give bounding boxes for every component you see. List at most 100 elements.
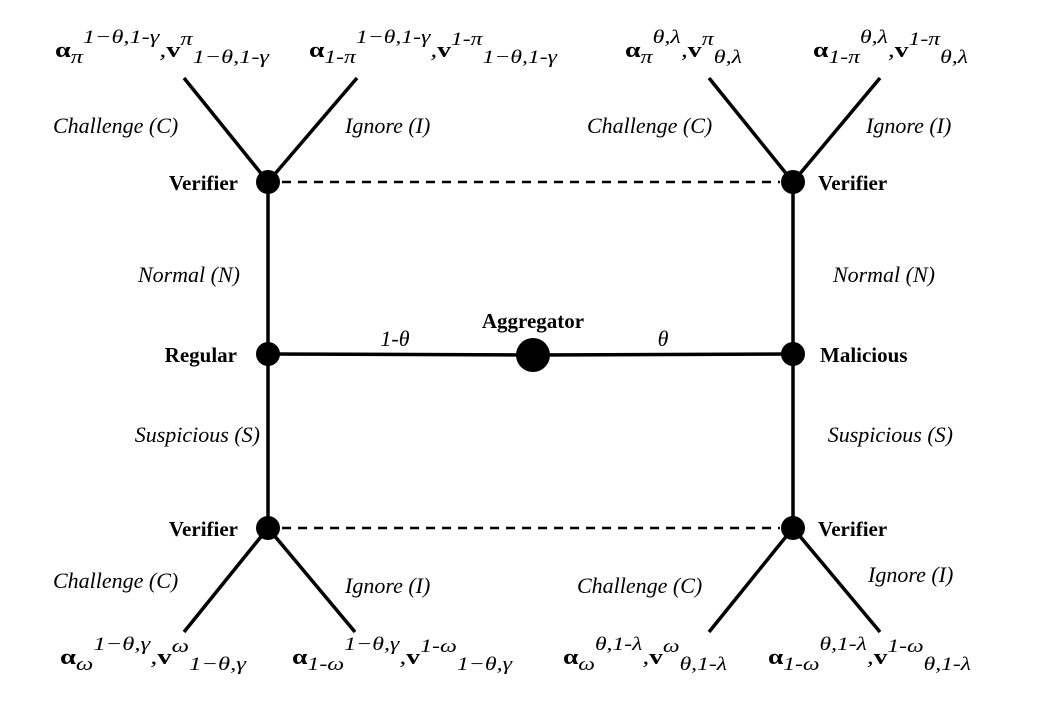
branch-bottom-left-ignore <box>266 526 357 634</box>
payoff-alpha-subscript: 1-π <box>324 47 356 68</box>
payoff-alpha: α <box>625 37 641 62</box>
payoff-v-superscript: 1-ω <box>420 636 457 657</box>
node-verifier-bottom-left <box>256 516 280 540</box>
node-malicious <box>781 342 805 366</box>
node-verifier-top-left <box>256 170 280 194</box>
payoff-v-subscript: θ,1-λ <box>680 654 727 675</box>
label-ignore-top-right: Ignore (I) <box>865 113 951 138</box>
edge-regular-aggregator <box>267 352 534 357</box>
payoff-v: v <box>688 37 702 62</box>
label-verifier-top-left: Verifier <box>169 171 238 195</box>
payoff-alpha-superscript: 1−θ,γ <box>93 634 151 655</box>
payoff-v-subscript: θ,λ <box>714 47 742 68</box>
payoff-v-superscript: ω <box>663 636 680 657</box>
node-verifier-bottom-right <box>781 516 805 540</box>
label-suspicious-left: Suspicious (S) <box>135 422 260 447</box>
node-regular <box>256 342 280 366</box>
edge-aggregator-malicious <box>532 352 794 357</box>
payoff-alpha-subscript: π <box>71 47 84 68</box>
payoff-v-superscript: 1-ω <box>887 636 923 657</box>
payoff-alpha-superscript: 1−θ,γ <box>344 634 400 655</box>
payoff-separator: , <box>399 644 406 669</box>
label-verifier-bottom-right: Verifier <box>818 517 887 541</box>
payoff-v-superscript: 1-π <box>908 29 940 50</box>
payoff-alpha-superscript: θ,1-λ <box>820 634 867 655</box>
branch-top-right-ignore <box>791 76 882 184</box>
payoff-v-subscript: 1−θ,γ <box>457 654 513 675</box>
payoff-v: v <box>406 644 420 669</box>
payoff-alpha-superscript: θ,1-λ <box>595 634 642 655</box>
payoff-alpha-superscript: θ,λ <box>860 27 888 48</box>
label-ignore-top-left: Ignore (I) <box>344 113 430 138</box>
payoff-v-subscript: θ,1-λ <box>924 654 971 675</box>
payoff-v-subscript: 1−θ,γ <box>189 654 247 675</box>
node-verifier-top-right <box>781 170 805 194</box>
label-challenge-top-right: Challenge (C) <box>587 113 712 138</box>
payoff-separator: , <box>150 644 157 669</box>
label-malicious: Malicious <box>820 343 908 367</box>
label-verifier-top-right: Verifier <box>818 171 887 195</box>
payoff-alpha-superscript: 1−θ,1-γ <box>356 27 431 48</box>
branch-top-right-challenge <box>707 76 795 184</box>
label-aggregator: Aggregator <box>482 309 584 333</box>
branch-bottom-right-challenge <box>707 526 795 634</box>
payoff-alpha: α <box>813 37 829 62</box>
label-challenge-top-left: Challenge (C) <box>53 113 178 138</box>
payoff-v: v <box>157 644 171 669</box>
payoff-v-subscript: θ,λ <box>940 47 968 68</box>
branch-top-left-ignore <box>266 76 359 184</box>
label-ignore-bottom-left: Ignore (I) <box>344 573 430 598</box>
label-verifier-bottom-left: Verifier <box>169 517 238 541</box>
payoff-v: v <box>649 644 663 669</box>
node-aggregator <box>516 338 550 372</box>
branch-top-left-challenge <box>182 76 270 184</box>
payoff-alpha: α <box>309 37 325 62</box>
payoff-v-superscript: ω <box>172 636 189 657</box>
payoff-v-subscript: 1−θ,1-γ <box>483 47 558 68</box>
label-normal-right: Normal (N) <box>832 262 935 287</box>
label-prob-regular: 1-θ <box>380 326 409 351</box>
payoff-separator: , <box>642 644 649 669</box>
payoff-alpha-subscript: 1-π <box>828 47 860 68</box>
payoff-v-superscript: 1-π <box>451 29 483 50</box>
payoff-v: v <box>166 37 180 62</box>
payoff-separator: , <box>867 644 874 669</box>
payoff-alpha-superscript: 1−θ,1-γ <box>83 27 160 48</box>
payoff-alpha: α <box>55 37 72 62</box>
payoff-alpha-superscript: θ,λ <box>653 27 681 48</box>
payoff-v-superscript: π <box>180 29 193 50</box>
payoff-alpha: α <box>768 644 784 669</box>
label-challenge-bottom-left: Challenge (C) <box>53 568 178 593</box>
payoff-v: v <box>437 37 451 62</box>
payoff-v: v <box>874 644 888 669</box>
payoff-alpha-subscript: 1-ω <box>307 654 344 675</box>
branch-bottom-right-ignore <box>791 526 882 634</box>
payoff-alpha-subscript: ω <box>76 654 93 675</box>
payoff-v-superscript: π <box>702 29 715 50</box>
label-prob-malicious: θ <box>658 326 669 351</box>
payoff-v-subscript: 1−θ,1-γ <box>193 47 270 68</box>
payoff-separator: , <box>430 37 437 62</box>
label-suspicious-right: Suspicious (S) <box>828 422 953 447</box>
label-normal-left: Normal (N) <box>137 262 240 287</box>
payoff-alpha: α <box>563 644 579 669</box>
payoff-alpha: α <box>292 644 308 669</box>
payoff-separator: , <box>159 37 166 62</box>
payoff-alpha: α <box>60 644 77 669</box>
payoff-separator: , <box>888 37 895 62</box>
label-challenge-bottom-right: Challenge (C) <box>577 573 702 598</box>
payoff-separator: , <box>681 37 688 62</box>
label-ignore-bottom-right: Ignore (I) <box>867 562 953 587</box>
payoff-alpha-subscript: ω <box>578 654 595 675</box>
branch-bottom-left-challenge <box>182 526 270 634</box>
label-regular: Regular <box>165 343 237 367</box>
